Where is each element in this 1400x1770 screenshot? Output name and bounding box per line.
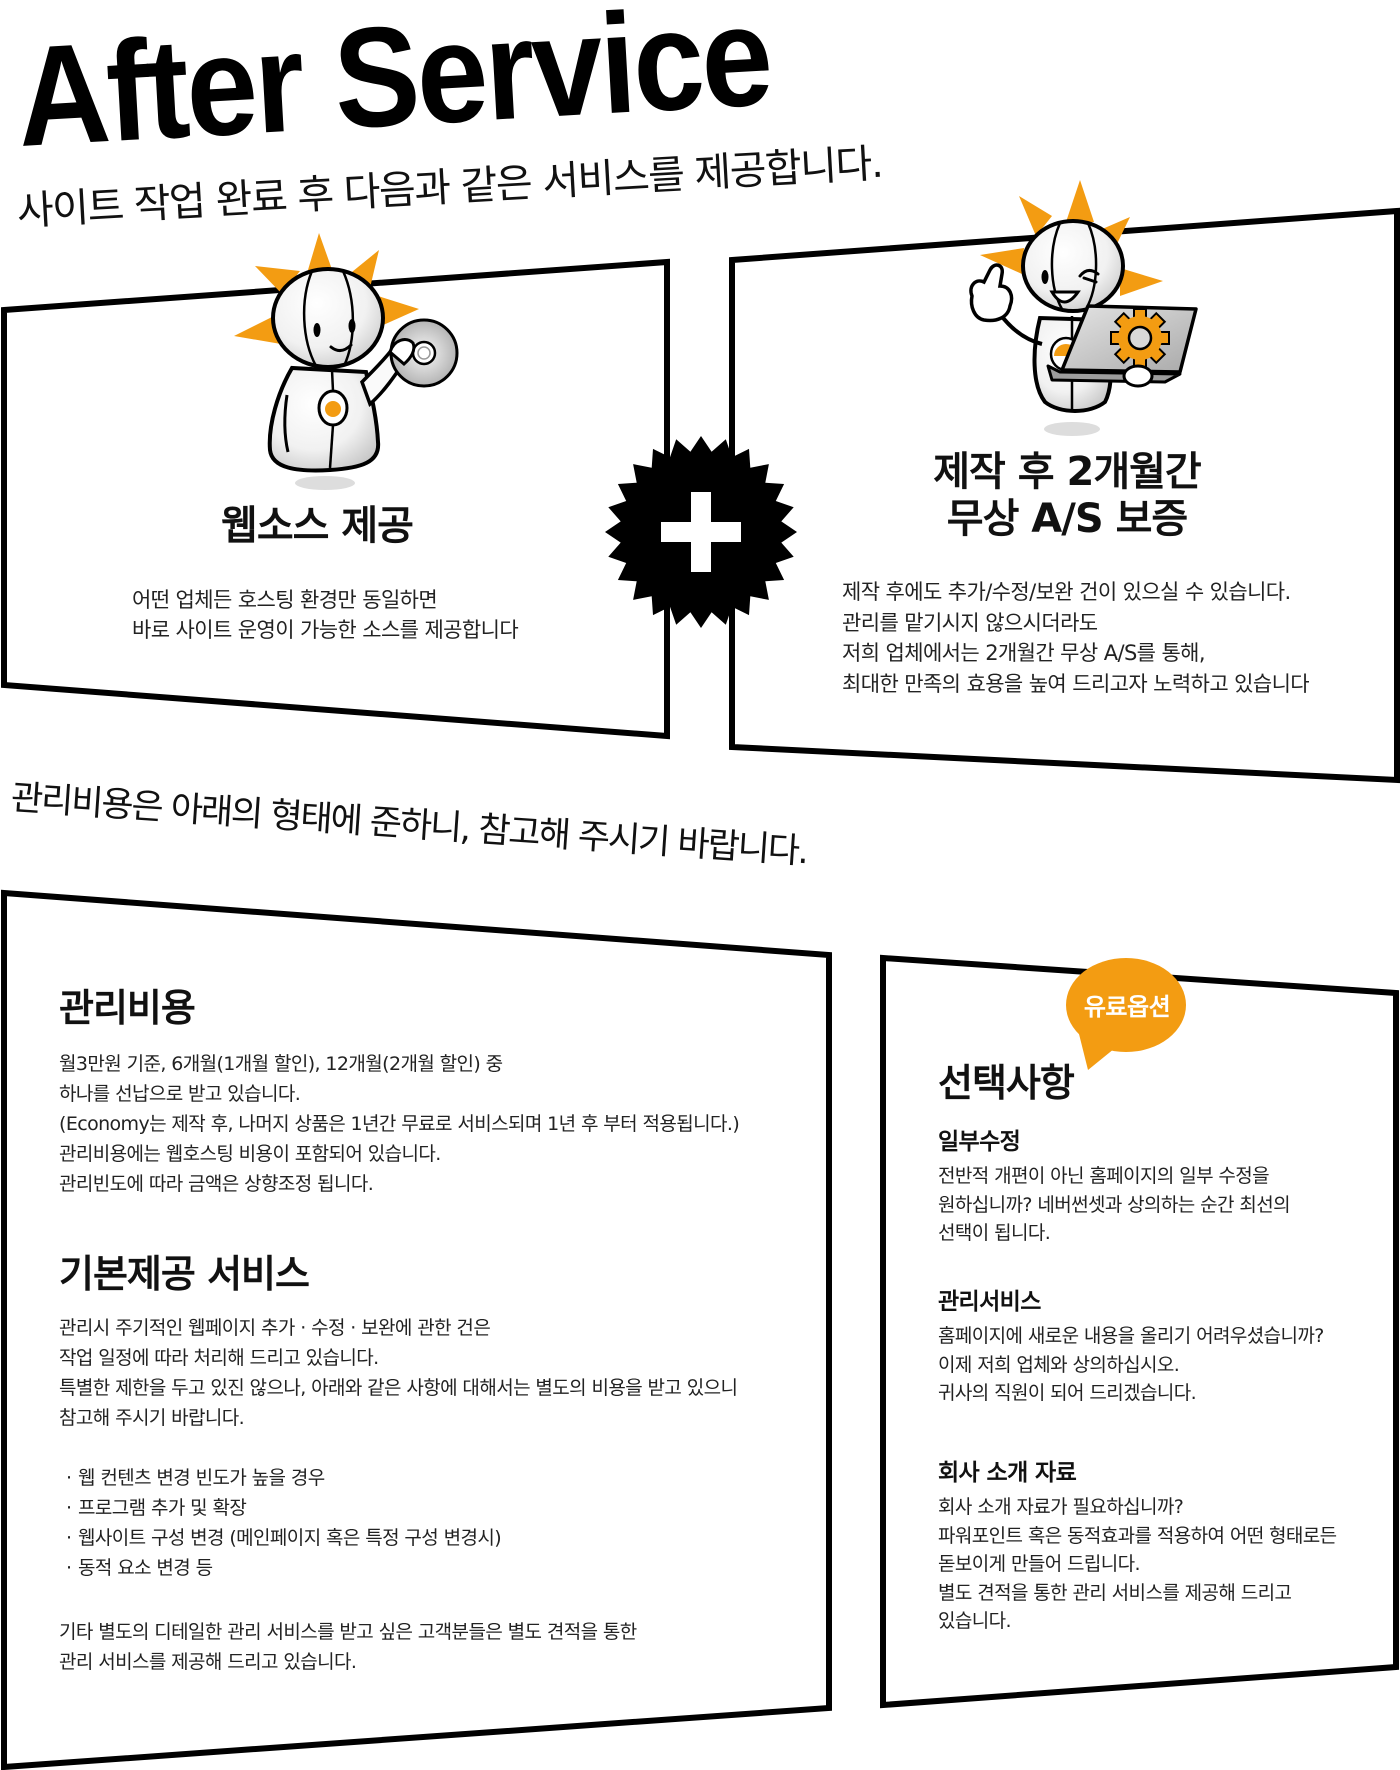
option-item-title: 관리서비스 (938, 1289, 1041, 1315)
basic-service-outro: 기타 별도의 디테일한 관리 서비스를 받고 싶은 고객분들은 별도 견적을 통… (59, 1617, 637, 1677)
feature-box-websource (0, 258, 670, 740)
extra-cost-list: · 웹 컨텐츠 변경 빈도가 높을 경우 · 프로그램 추가 및 확장 · 웹사이트 … (66, 1463, 502, 1583)
feature-warranty-description: 제작 후에도 추가/수정/보완 건이 있으실 수 있습니다. 관리를 맡기시지 … (842, 577, 1310, 699)
option-line: 선택이 됩니다. (938, 1222, 1051, 1244)
list-item-text: 프로그램 추가 및 확장 (78, 1497, 247, 1519)
option-line: 회사 소개 자료가 필요하십니까? (938, 1496, 1184, 1518)
fee-section-body: 월3만원 기준, 6개월(1개월 할인), 12개월(2개월 할인) 중 하나를… (59, 1049, 740, 1199)
option-line: 있습니다. (938, 1610, 1012, 1632)
option-item-partial-edit: 일부수정 전반적 개편이 아닌 홈페이지의 일부 수정을 원하십니까? 네버썬셋… (938, 1128, 1291, 1248)
plus-starburst-icon (605, 436, 797, 628)
intro-line: 특별한 제한을 두고 있진 않으나, 아래와 같은 사항에 대해서는 별도의 비… (59, 1377, 738, 1399)
description-line: 저희 업체에서는 2개월간 무상 A/S를 통해, (842, 641, 1206, 665)
option-line: 이제 저희 업체와 상의하십시오. (938, 1353, 1180, 1376)
option-item-title: 회사 소개 자료 (938, 1460, 1077, 1486)
basic-service-title: 기본제공 서비스 (59, 1252, 310, 1296)
feature-websource-description: 어떤 업체든 호스팅 환경만 동일하면 바로 사이트 운영이 가능한 소스를 제… (132, 585, 519, 645)
option-line: 홈페이지에 새로운 내용을 올리기 어려우셨습니까? (938, 1325, 1324, 1347)
option-item-title: 일부수정 (938, 1129, 1021, 1155)
option-line: 귀사의 직원이 되어 드리겠습니다. (938, 1382, 1197, 1404)
feature-websource-title: 웹소스 제공 (221, 503, 414, 549)
option-line: 전반적 개편이 아닌 홈페이지의 일부 수정을 (938, 1165, 1270, 1187)
pricing-box (0, 889, 832, 1770)
mascot-laptop-gear-icon (969, 180, 1198, 436)
option-item-company-intro: 회사 소개 자료 회사 소개 자료가 필요하십니까? 파워포인트 혹은 동적효과… (938, 1459, 1337, 1636)
list-item: · 프로그램 추가 및 확장 (66, 1493, 501, 1523)
gear-icon (1110, 308, 1170, 368)
outro-line: 기타 별도의 디테일한 관리 서비스를 받고 싶은 고객분들은 별도 견적을 통… (59, 1621, 637, 1643)
description-line: 어떤 업체든 호스팅 환경만 동일하면 (132, 588, 438, 612)
list-item-text: 웹 컨텐츠 변경 빈도가 높을 경우 (78, 1467, 325, 1489)
description-line: 관리를 맡기시지 않으시더라도 (842, 610, 1098, 635)
intro-line: 관리시 주기적인 웹페이지 추가 · 수정 · 보완에 관한 건은 (59, 1317, 491, 1339)
options-box (880, 954, 1399, 1709)
paid-option-badge: 유료옵션 (1083, 993, 1171, 1021)
intro-line: 작업 일정에 따라 처리해 드리고 있습니다. (59, 1347, 379, 1369)
bullet-icon: · (66, 1527, 72, 1549)
option-line: 돋보이게 만들어 드립니다. (938, 1553, 1141, 1575)
feature-warranty-title: 제작 후 2개월간 무상 A/S 보증 (867, 449, 1267, 543)
bullet-icon: · (66, 1557, 72, 1579)
fee-line: 하나를 선납으로 받고 있습니다. (59, 1083, 301, 1105)
description-line: 바로 사이트 운영이 가능한 소스를 제공합니다 (132, 618, 519, 642)
description-line: 제작 후에도 추가/수정/보완 건이 있으실 수 있습니다. (842, 580, 1291, 604)
basic-service-intro: 관리시 주기적인 웹페이지 추가 · 수정 · 보완에 관한 건은 작업 일정에… (59, 1313, 738, 1433)
outro-line: 관리 서비스를 제공해 드리고 있습니다. (59, 1651, 357, 1673)
options-title: 선택사항 (938, 1061, 1075, 1105)
option-item-description: 전반적 개편이 아닌 홈페이지의 일부 수정을 원하십니까? 네버썬셋과 상의하… (938, 1162, 1291, 1248)
option-item-description: 회사 소개 자료가 필요하십니까? 파워포인트 혹은 동적효과를 적용하여 어떤… (938, 1493, 1337, 1636)
mascot-cd-icon (234, 233, 459, 490)
list-item-text: 동적 요소 변경 등 (78, 1557, 213, 1579)
intro-line: 참고해 주시기 바랍니다. (59, 1407, 245, 1429)
title-line: 제작 후 2개월간 (933, 449, 1201, 495)
fee-line: 월3만원 기준, 6개월(1개월 할인), 12개월(2개월 할인) 중 (59, 1053, 503, 1075)
option-item-description: 홈페이지에 새로운 내용을 올리기 어려우셨습니까? 이제 저희 업체와 상의하… (938, 1322, 1324, 1408)
option-line: 별도 견적을 통한 관리 서비스를 제공해 드리고 (938, 1581, 1292, 1604)
bullet-icon: · (66, 1467, 72, 1489)
description-line: 최대한 만족의 효용을 높여 드리고자 노력하고 있습니다 (842, 671, 1310, 696)
list-item: · 웹 컨텐츠 변경 빈도가 높을 경우 (66, 1463, 501, 1493)
title-line: 무상 A/S 보증 (946, 496, 1188, 542)
fee-line: (Economy는 제작 후, 나머지 상품은 1년간 무료로 서비스되며 1년… (59, 1113, 740, 1135)
paid-option-bubble (1066, 958, 1186, 1070)
fee-section-title: 관리비용 (59, 986, 196, 1030)
list-item-text: 웹사이트 구성 변경 (메인페이지 혹은 특정 구성 변경시) (78, 1527, 502, 1549)
list-item: · 웹사이트 구성 변경 (메인페이지 혹은 특정 구성 변경시) (66, 1523, 502, 1553)
fee-line: 관리비용에는 웹호스팅 비용이 포함되어 있습니다. (59, 1143, 441, 1165)
option-item-management: 관리서비스 홈페이지에 새로운 내용을 올리기 어려우셨습니까? 이제 저희 업… (938, 1288, 1324, 1408)
option-line: 원하십니까? 네버썬셋과 상의하는 순간 최선의 (938, 1193, 1291, 1216)
list-item: · 동적 요소 변경 등 (66, 1553, 501, 1583)
option-line: 파워포인트 혹은 동적효과를 적용하여 어떤 형태로든 (938, 1524, 1337, 1547)
fee-line: 관리빈도에 따라 금액은 상향조정 됩니다. (59, 1173, 374, 1195)
bullet-icon: · (66, 1497, 72, 1519)
